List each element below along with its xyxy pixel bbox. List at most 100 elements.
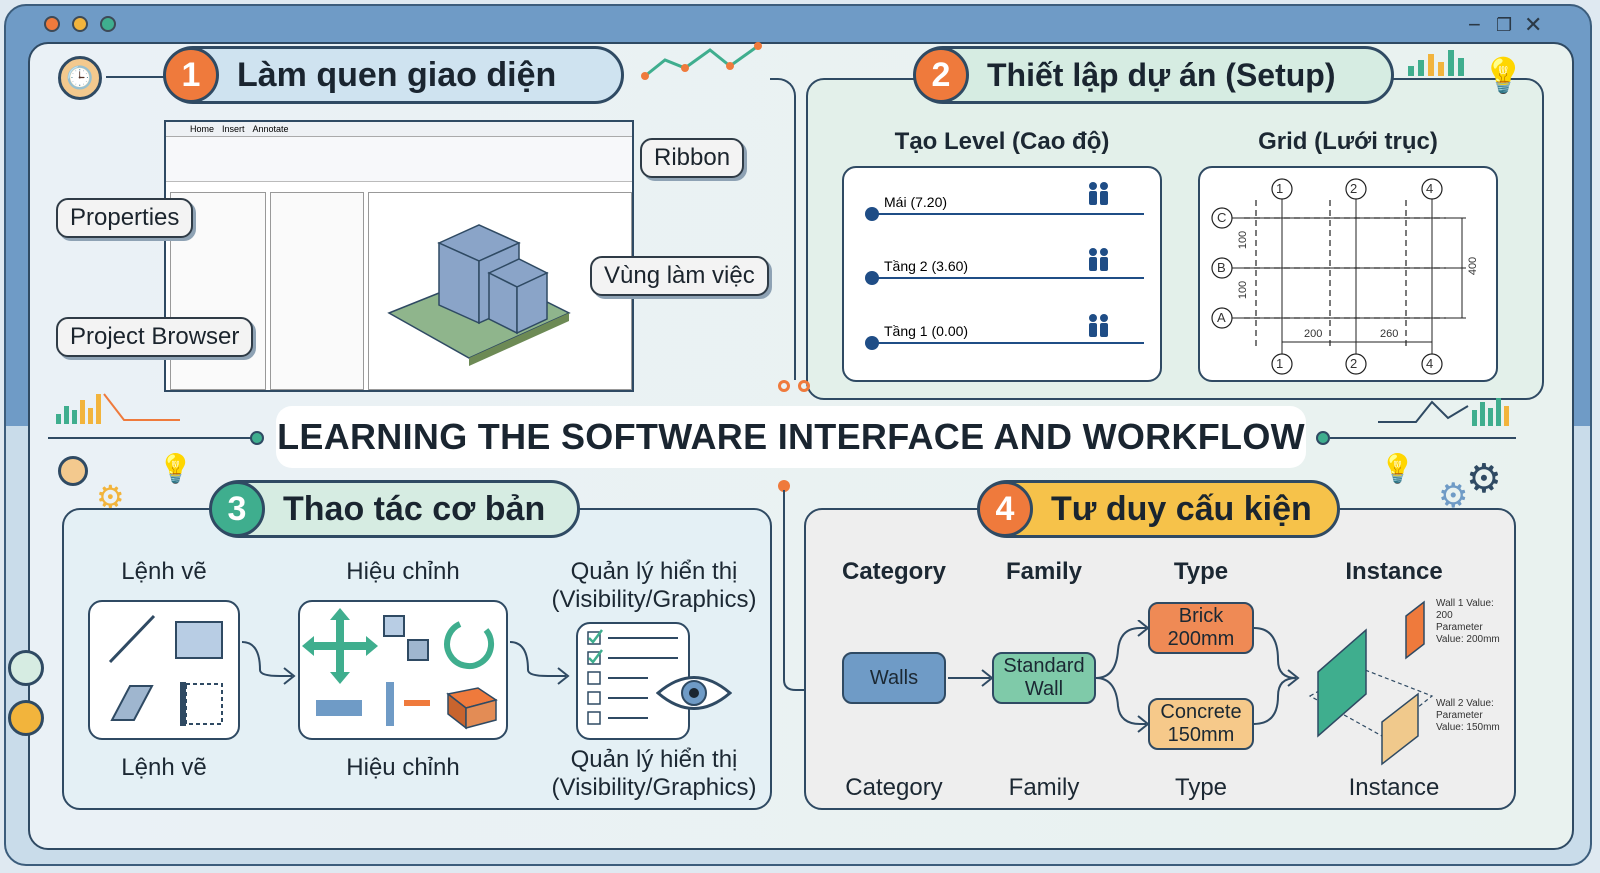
grid-title: Grid (Lưới trục): [1258, 128, 1438, 155]
section4-number: 4: [977, 481, 1033, 537]
ribbon-tab-insert[interactable]: Insert: [222, 124, 245, 134]
header-instance: Instance: [1345, 558, 1443, 585]
level-card: Mái (7.20) Tầng 2 (3.60) Tầng 1 (0.00): [842, 166, 1162, 382]
workspace-callout: Vùng làm việc: [590, 256, 769, 296]
clock-icon: 🕒: [58, 56, 102, 100]
lightbulb-icon: 💡: [1482, 57, 1525, 95]
grid-row-label: B: [1217, 260, 1226, 275]
footer-type: Type: [1174, 774, 1228, 801]
connector-line: [1330, 437, 1516, 439]
footer-instance: Instance: [1348, 774, 1440, 801]
lightbulb-icon: 💡: [1380, 453, 1415, 484]
section2-number: 2: [913, 47, 969, 103]
ribbon-tab-home[interactable]: Home: [190, 124, 215, 134]
project-browser-callout: Project Browser: [56, 317, 254, 357]
level-label: Tầng 2 (3.60): [884, 258, 969, 274]
grid-card: 1 2 4 1 2 4 C B A 100 100 400 200 260: [1198, 166, 1498, 382]
eye-icon: [656, 676, 732, 710]
modify-label: Hiệu chỉnh: [346, 558, 460, 585]
draw-tools-card[interactable]: [88, 600, 240, 740]
workspace-pane[interactable]: [368, 192, 632, 390]
connector-dot: [798, 380, 810, 392]
trend-line-icon: [641, 42, 762, 80]
grid-col-label: 1: [1276, 181, 1284, 196]
visibility-label-bottom-line1: Quản lý hiển thị: [570, 746, 738, 773]
connector-line: [106, 76, 166, 78]
drawing-commands-label: Lệnh vẽ: [121, 558, 207, 585]
window-zoom-dot[interactable]: [100, 16, 116, 32]
connector-dot: [250, 431, 264, 445]
level-title: Tạo Level (Cao độ): [894, 128, 1110, 155]
grid-dimension: 260: [1380, 328, 1399, 340]
properties-callout: Properties: [56, 198, 194, 238]
section1-number: 1: [163, 47, 219, 103]
modify-label-bottom: Hiệu chỉnh: [346, 754, 460, 781]
type-concrete[interactable]: Concrete 150mm: [1148, 698, 1254, 750]
connector-dot: [778, 480, 790, 492]
header-category: Category: [841, 558, 947, 585]
visibility-label-bottom-line2: (Visibility/Graphics): [551, 774, 757, 801]
modify-tools-card[interactable]: [298, 600, 508, 740]
grid-col-label: 4: [1426, 181, 1434, 196]
grid-dimension: 400: [1467, 256, 1480, 276]
grid-row-label: C: [1217, 210, 1227, 225]
connector-line: [770, 78, 796, 380]
footer-category: Category: [845, 774, 943, 801]
wall1-annotation: Wall 1 Value: 200 Parameter Value: 200mm: [1436, 598, 1500, 645]
maximize-icon[interactable]: ❐: [1496, 15, 1513, 35]
section4-header: 4 Tư duy cấu kiện: [977, 480, 1340, 538]
section4-title: Tư duy cấu kiện: [1051, 489, 1312, 528]
window-close-dot[interactable]: [44, 16, 60, 32]
level-label: Mái (7.20): [884, 194, 948, 210]
level-label: Tầng 1 (0.00): [884, 323, 969, 339]
section3-header: 3 Thao tác cơ bản: [209, 480, 580, 538]
gear-icon: [8, 700, 44, 736]
grid-col-label: 2: [1350, 181, 1358, 196]
window-minimize-dot[interactable]: [72, 16, 88, 32]
connector-dot: [1316, 431, 1330, 445]
section2-title: Thiết lập dự án (Setup): [987, 56, 1336, 93]
gear-icon: ⚙: [1466, 457, 1502, 501]
lightbulb-icon: 💡: [158, 453, 193, 484]
clock-icon: [8, 650, 44, 686]
grid-dimension: 100: [1237, 230, 1250, 250]
grid-col-label: 1: [1276, 356, 1284, 371]
section1-title: Làm quen giao diện: [237, 55, 557, 94]
minimize-icon[interactable]: −: [1468, 12, 1481, 37]
ribbon-toolbar[interactable]: [166, 137, 632, 182]
grid-row-label: A: [1217, 310, 1226, 325]
connector-line: [48, 437, 258, 439]
header-type: Type: [1173, 558, 1229, 585]
flow-arrows: [948, 620, 1300, 733]
grid-dimension: 200: [1304, 328, 1323, 340]
flow-arrow: [241, 641, 296, 685]
grid-dimension: 100: [1237, 280, 1250, 300]
visibility-label-line1: Quản lý hiển thị: [570, 558, 738, 585]
clock-icon: [58, 456, 88, 486]
software-screenshot: Home Insert Annotate: [164, 120, 634, 392]
ribbon-callout: Ribbon: [640, 138, 745, 178]
connector-dot: [778, 380, 790, 392]
type-brick[interactable]: Brick 200mm: [1148, 602, 1254, 654]
section3-number: 3: [209, 481, 265, 537]
close-icon[interactable]: ✕: [1524, 12, 1543, 37]
main-title: LEARNING THE SOFTWARE INTERFACE AND WORK…: [276, 406, 1306, 468]
section2-header: 2 Thiết lập dự án (Setup): [913, 46, 1394, 104]
bar-chart-icon: [56, 393, 180, 424]
bar-chart-icon: [1408, 50, 1464, 76]
category-walls[interactable]: Walls: [842, 652, 946, 704]
visibility-label-line2: (Visibility/Graphics): [551, 586, 757, 613]
trend-line-icon: [1378, 398, 1509, 426]
footer-family: Family: [1008, 774, 1080, 801]
header-family: Family: [1005, 558, 1083, 585]
ribbon-tab-annotate[interactable]: Annotate: [252, 124, 289, 134]
project-browser-pane[interactable]: [270, 192, 364, 390]
instance-walls-illustration: [1308, 600, 1434, 766]
grid-col-label: 4: [1426, 356, 1434, 371]
section3-title: Thao tác cơ bản: [283, 489, 546, 528]
flow-arrow: [509, 641, 570, 685]
family-standard-wall[interactable]: Standard Wall: [992, 652, 1096, 704]
grid-col-label: 2: [1350, 356, 1358, 371]
drawing-commands-label-bottom: Lệnh vẽ: [121, 754, 207, 781]
section1-header: 1 Làm quen giao diện: [163, 46, 624, 104]
